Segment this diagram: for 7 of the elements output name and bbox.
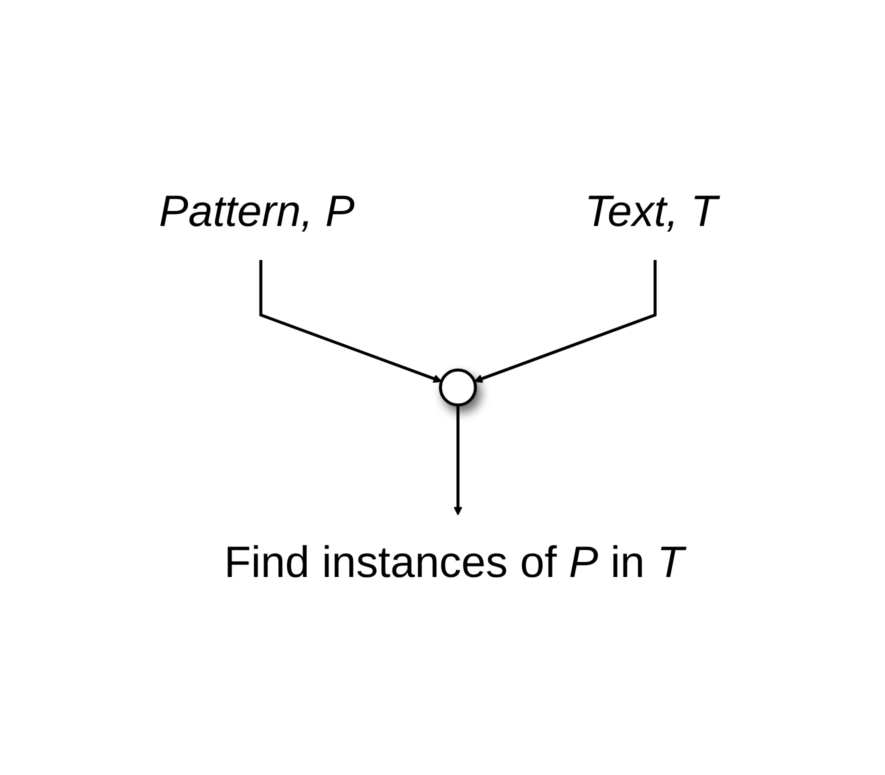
node-circle [439,368,478,406]
arrow [260,260,442,383]
node-text: Text, T [584,187,718,236]
node-text: Pattern, P [159,187,355,236]
arrow [454,405,463,516]
arrow [474,260,657,383]
node-text: Find instances of P in T [224,538,684,587]
